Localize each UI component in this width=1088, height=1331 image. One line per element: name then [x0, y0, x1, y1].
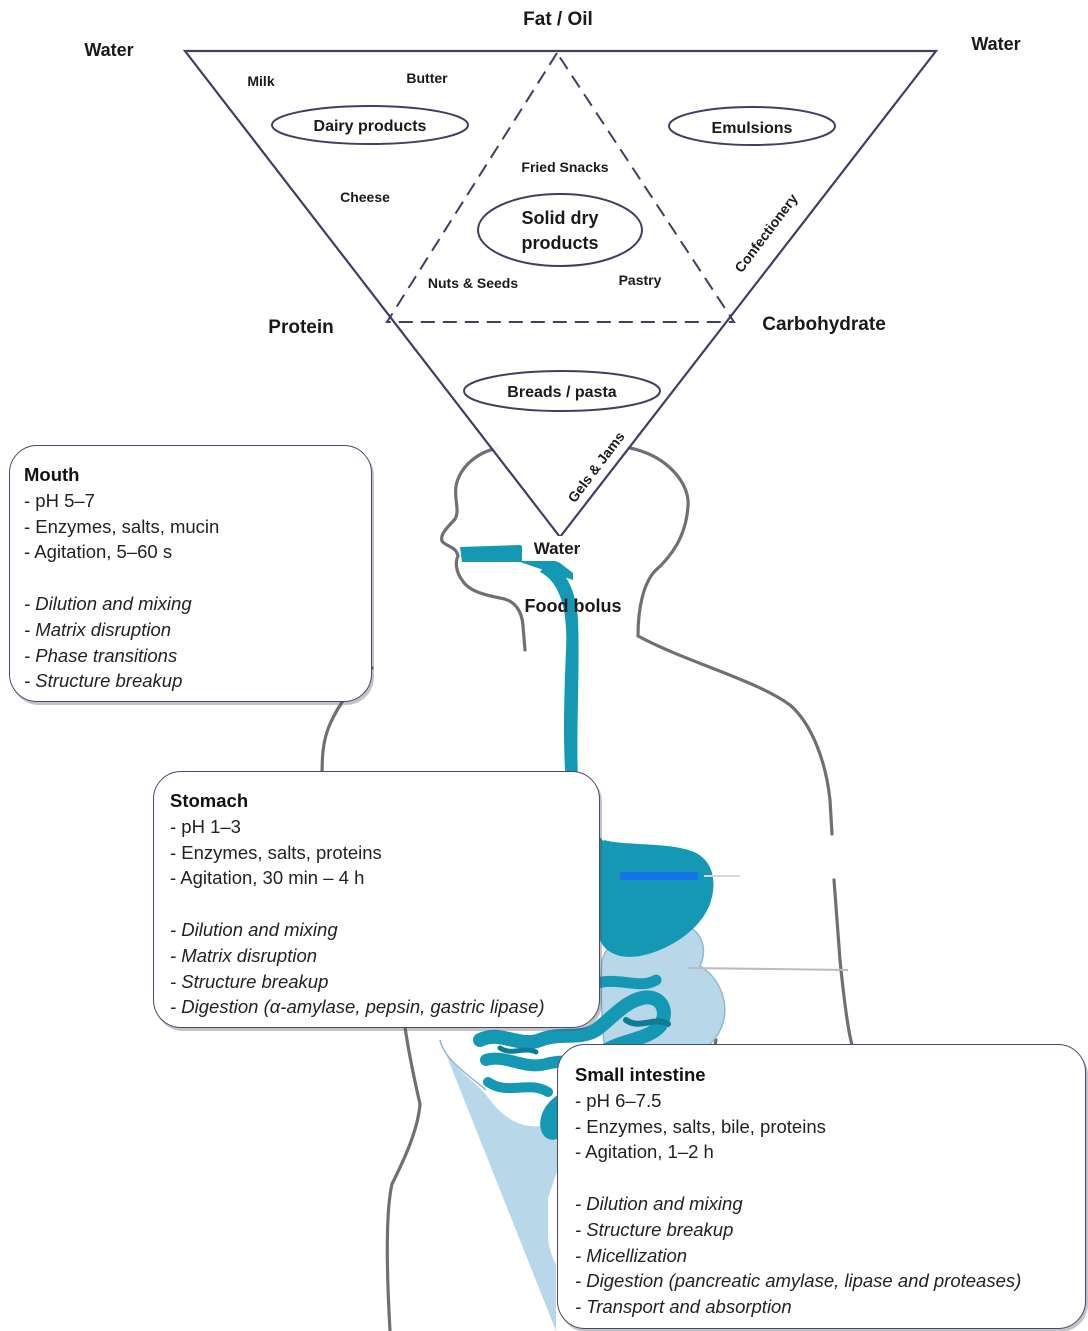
intestine-pointer-line: [688, 968, 848, 970]
mouth-panel: Mouth - pH 5–7 - Enzymes, salts, mucin -…: [9, 445, 372, 702]
butter-label: Butter: [406, 70, 448, 86]
water-top-left-label: Water: [84, 40, 133, 60]
nuts-seeds-label: Nuts & Seeds: [428, 275, 518, 291]
mouth-process-breakup: - Structure breakup: [24, 668, 371, 694]
intestine-condition-enzymes: - Enzymes, salts, bile, proteins: [575, 1114, 1085, 1140]
dairy-products-label: Dairy products: [314, 118, 427, 135]
mouth-process-matrix: - Matrix disruption: [24, 617, 371, 643]
water-bottom-label: Water: [534, 539, 581, 558]
carbohydrate-label: Carbohydrate: [762, 314, 886, 335]
stomach-process-digestion: - Digestion (α-amylase, pepsin, gastric …: [170, 994, 599, 1020]
intestine-process-breakup: - Structure breakup: [575, 1217, 1085, 1243]
stomach-process-breakup: - Structure breakup: [170, 969, 599, 995]
intestine-condition-ph: - pH 6–7.5: [575, 1088, 1085, 1114]
mouth-condition-agitation: - Agitation, 5–60 s: [24, 539, 371, 565]
solid-dry-label-line1: Solid dry: [521, 208, 598, 228]
fat-oil-label: Fat / Oil: [523, 9, 593, 30]
mouth-process-phase: - Phase transitions: [24, 643, 371, 669]
stomach-title: Stomach: [170, 788, 599, 814]
stomach-condition-agitation: - Agitation, 30 min – 4 h: [170, 865, 599, 891]
stomach-process-matrix: - Matrix disruption: [170, 943, 599, 969]
mouth-condition-ph: - pH 5–7: [24, 488, 371, 514]
mouth-condition-enzymes: - Enzymes, salts, mucin: [24, 514, 371, 540]
solid-dry-label-line2: products: [521, 233, 598, 253]
small-intestine-panel: Small intestine - pH 6–7.5 - Enzymes, sa…: [557, 1044, 1086, 1329]
milk-label: Milk: [247, 73, 274, 89]
intestine-process-dilution: - Dilution and mixing: [575, 1191, 1085, 1217]
breads-pasta-label: Breads / pasta: [507, 384, 616, 401]
fried-snacks-label: Fried Snacks: [521, 159, 608, 175]
mouth-process-dilution: - Dilution and mixing: [24, 591, 371, 617]
intestine-process-digestion: - Digestion (pancreatic amylase, lipase …: [575, 1268, 1085, 1294]
small-intestine-title: Small intestine: [575, 1062, 1085, 1088]
intestine-condition-agitation: - Agitation, 1–2 h: [575, 1139, 1085, 1165]
stomach-process-dilution: - Dilution and mixing: [170, 917, 599, 943]
stomach-panel: Stomach - pH 1–3 - Enzymes, salts, prote…: [153, 771, 600, 1028]
mouth-title: Mouth: [24, 462, 371, 488]
stomach-condition-enzymes: - Enzymes, salts, proteins: [170, 840, 599, 866]
pastry-label: Pastry: [619, 272, 662, 288]
stomach-condition-ph: - pH 1–3: [170, 814, 599, 840]
cheese-label: Cheese: [340, 189, 390, 205]
emulsions-label: Emulsions: [712, 120, 793, 137]
intestine-process-transport: - Transport and absorption: [575, 1294, 1085, 1320]
water-top-right-label: Water: [971, 34, 1020, 54]
intestine-process-micellization: - Micellization: [575, 1243, 1085, 1269]
protein-label: Protein: [268, 317, 333, 338]
food-bolus-label: Food bolus: [525, 596, 622, 616]
